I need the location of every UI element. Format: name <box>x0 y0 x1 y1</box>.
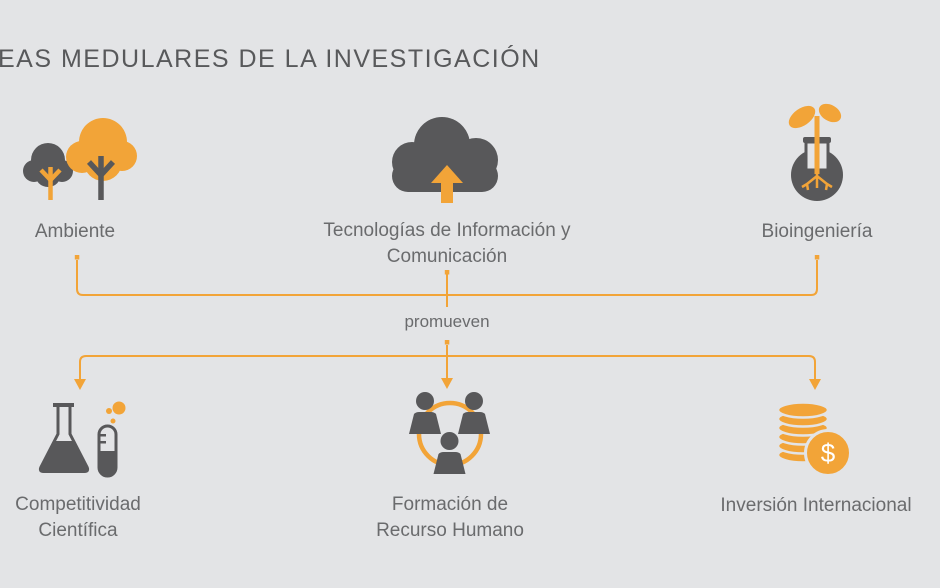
dollar-sign: $ <box>821 438 836 468</box>
label-tic-line1: Tecnologías de Información y <box>323 220 571 241</box>
arrow-down-left <box>74 379 86 390</box>
promueven-label: promueven <box>404 312 490 331</box>
label-formacion-line1: Formación de <box>391 494 509 515</box>
cloud-upload-icon <box>392 117 498 203</box>
label-competitividad-line1: Competitividad <box>15 494 141 515</box>
label-bioingenieria: Bioingeniería <box>761 221 873 242</box>
bubbles <box>106 401 126 424</box>
beaker-testtube-icon <box>38 401 126 478</box>
label-tic-line2: Comunicación <box>386 246 508 267</box>
label-formacion-line2: Recurso Humano <box>376 520 524 541</box>
upload-arrow <box>431 165 463 203</box>
coins-dollar-icon: $ <box>776 401 852 477</box>
label-competitividad: Competitividad Científica <box>0 492 228 544</box>
label-inversion: Inversión Internacional <box>720 495 912 516</box>
trees-icon <box>23 118 137 200</box>
page-title: EAS MEDULARES DE LA INVESTIGACIÓN <box>0 45 541 73</box>
label-ambiente: Ambiente <box>34 221 116 242</box>
label-tic: Tecnologías de Información y Comunicació… <box>297 218 597 270</box>
people-circle-icon <box>409 392 490 474</box>
label-formacion: Formación de Recurso Humano <box>300 492 600 544</box>
flask-plant-icon <box>788 103 843 201</box>
label-competitividad-line2: Científica <box>38 520 118 541</box>
arrow-down-right <box>809 379 821 390</box>
